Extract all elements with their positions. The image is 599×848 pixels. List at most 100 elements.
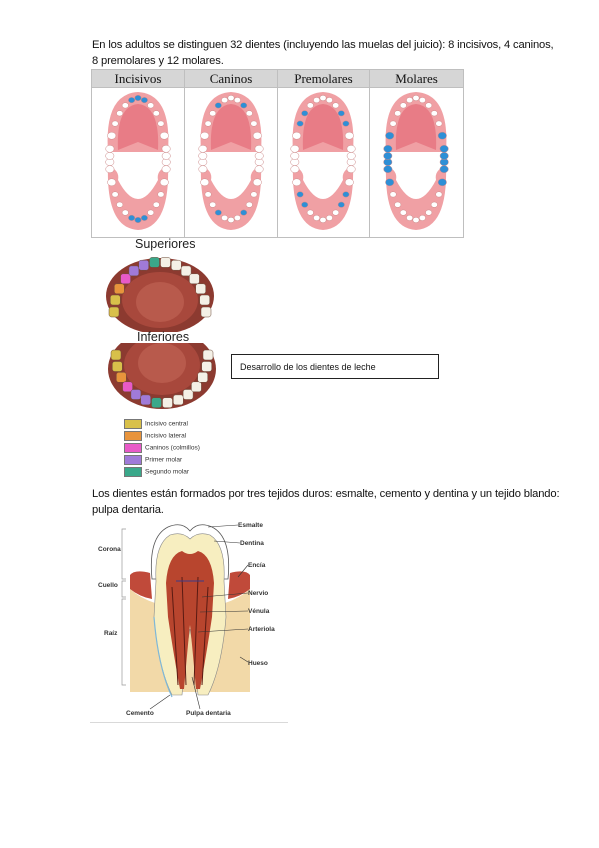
upper-tooth [346,144,356,153]
jaw-tooth [171,259,182,271]
jaw-tooth [199,294,210,306]
lower-tooth [140,214,148,221]
label-venula: Vénula [248,608,270,615]
upper-tooth [157,120,165,127]
legend-item: Incisivo lateral [124,431,186,441]
lower-tooth [161,165,171,174]
upper-tooth [140,97,148,104]
upper-tooth [105,144,115,153]
jaw-tooth [116,372,127,383]
lower-tooth [107,178,117,187]
legend-swatch [124,455,142,465]
jaw-tooth [195,283,206,295]
upper-tooth [221,97,229,104]
lower-tooth [412,217,420,223]
upper-tooth [250,120,258,127]
lower-tooth [439,152,449,160]
jaw-tooth [128,265,140,277]
lower-tooth [406,214,414,221]
upper-tooth [342,120,350,127]
upper-tooth [313,97,321,104]
legend-swatch [124,419,142,429]
lower-tooth [252,178,262,187]
jaw-tooth [130,389,142,400]
lower-tooth [306,209,314,216]
jaw-tooth [202,349,214,361]
upper-tooth [116,110,124,117]
upper-tooth [254,144,264,153]
tissues-paragraph: Los dientes están formados por tres teji… [92,488,560,516]
lower-tooth [254,152,264,160]
upper-tooth [121,102,129,109]
lower-tooth [337,201,345,208]
lower-tooth [319,217,327,223]
lower-tooth [198,152,208,160]
lower-tooth [296,191,304,198]
upper-tooth [394,110,402,117]
jaw-tooth [120,273,131,285]
lower-tooth [245,201,253,208]
upper-tooth [198,144,208,153]
legend-item: Caninos (colmillos) [124,443,200,453]
lower-tooth [430,201,438,208]
label-corona: Corona [98,546,121,553]
jaw-tooth [200,306,212,318]
upper-tooth [437,131,447,140]
lower-tooth [204,191,212,198]
lower-tooth [385,178,395,187]
tooth-cross-section: Esmalte Dentina Encía Nervio Vénula Arte… [98,522,275,717]
lower-tooth [209,201,217,208]
upper-tooth [332,102,340,109]
jaw-tooth [138,259,149,271]
label-cuello: Cuello [98,582,118,589]
lower-tooth [254,165,264,174]
upper-tooth [385,131,395,140]
arch-pair-4 [383,92,449,230]
upper-tooth [111,120,119,127]
upper-tooth [430,110,438,117]
label-nervio: Nervio [248,590,268,597]
lower-tooth [418,214,426,221]
upper-tooth [399,102,407,109]
upper-tooth [134,95,142,101]
lower-tooth [394,201,402,208]
upper-tooth [435,120,443,127]
upper-label: Superiores [135,237,196,251]
jaw-tooth [151,397,162,408]
lower-tooth [233,214,241,221]
jaw-tooth [182,389,194,400]
jaw-tooth [110,349,122,361]
lower-tooth [105,152,115,160]
legend-swatch [124,467,142,477]
lower-tooth [198,165,208,174]
lower-tooth [383,165,393,174]
label-cemento: Cemento [126,710,154,717]
lower-tooth [425,209,433,216]
lower-tooth [111,191,119,198]
upper-tooth [200,131,210,140]
lower-tooth [389,191,397,198]
lower-tooth [200,178,210,187]
upper-tooth [301,110,309,117]
jaw-tooth [189,273,200,285]
label-hueso: Hueso [248,660,268,667]
upper-tooth [290,144,300,153]
lower-tooth [147,209,155,216]
upper-tooth [159,131,169,140]
jaw-tooth [112,361,123,372]
upper-tooth [406,97,414,104]
legend-item: Segundo molar [124,467,189,477]
label-esmalte: Esmalte [238,522,263,529]
upper-tooth [325,97,333,104]
upper-tooth [204,120,212,127]
lower-tooth [383,152,393,160]
lower-tooth [346,152,356,160]
upper-tooth [383,144,393,153]
legend-swatch [124,443,142,453]
lower-tooth [439,165,449,174]
upper-tooth [439,144,449,153]
lower-tooth [346,165,356,174]
jaw-tooth [162,397,173,408]
arch-pair-3 [290,92,356,230]
lower-tooth [157,191,165,198]
